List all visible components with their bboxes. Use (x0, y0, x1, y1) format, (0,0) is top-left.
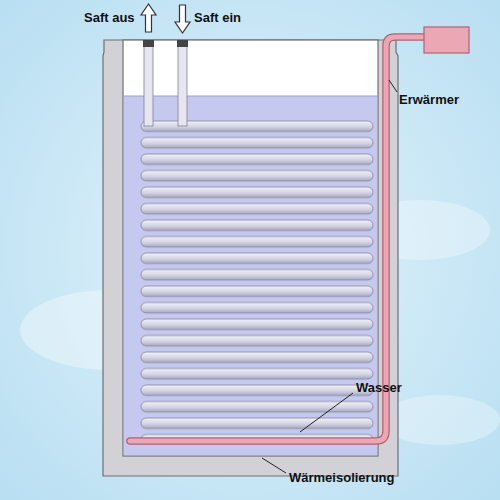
water (124, 96, 377, 455)
heater-pipe-outline (130, 37, 426, 441)
inlet-pipe (178, 44, 187, 126)
part-label: Saft aus (84, 10, 135, 26)
inflow-arrow (175, 5, 190, 33)
water-surface (124, 96, 377, 97)
leader-line (389, 80, 397, 92)
part-label: Wärmeisolierung (289, 470, 394, 486)
pipe-cap (143, 40, 154, 47)
part-label: Erwärmer (399, 92, 459, 108)
pipe-cap (177, 40, 188, 47)
insulation-housing (103, 40, 398, 476)
heater-pipe (130, 37, 426, 441)
inner-vessel (123, 40, 378, 456)
leader-line (300, 393, 353, 432)
outlet-pipe (144, 44, 153, 126)
part-label: Saft ein (194, 10, 241, 26)
heater-unit (424, 27, 469, 53)
part-label: Wasser (356, 380, 402, 396)
leader-line (262, 458, 286, 473)
outflow-arrow (141, 4, 156, 32)
coil-pipe (140, 120, 374, 438)
